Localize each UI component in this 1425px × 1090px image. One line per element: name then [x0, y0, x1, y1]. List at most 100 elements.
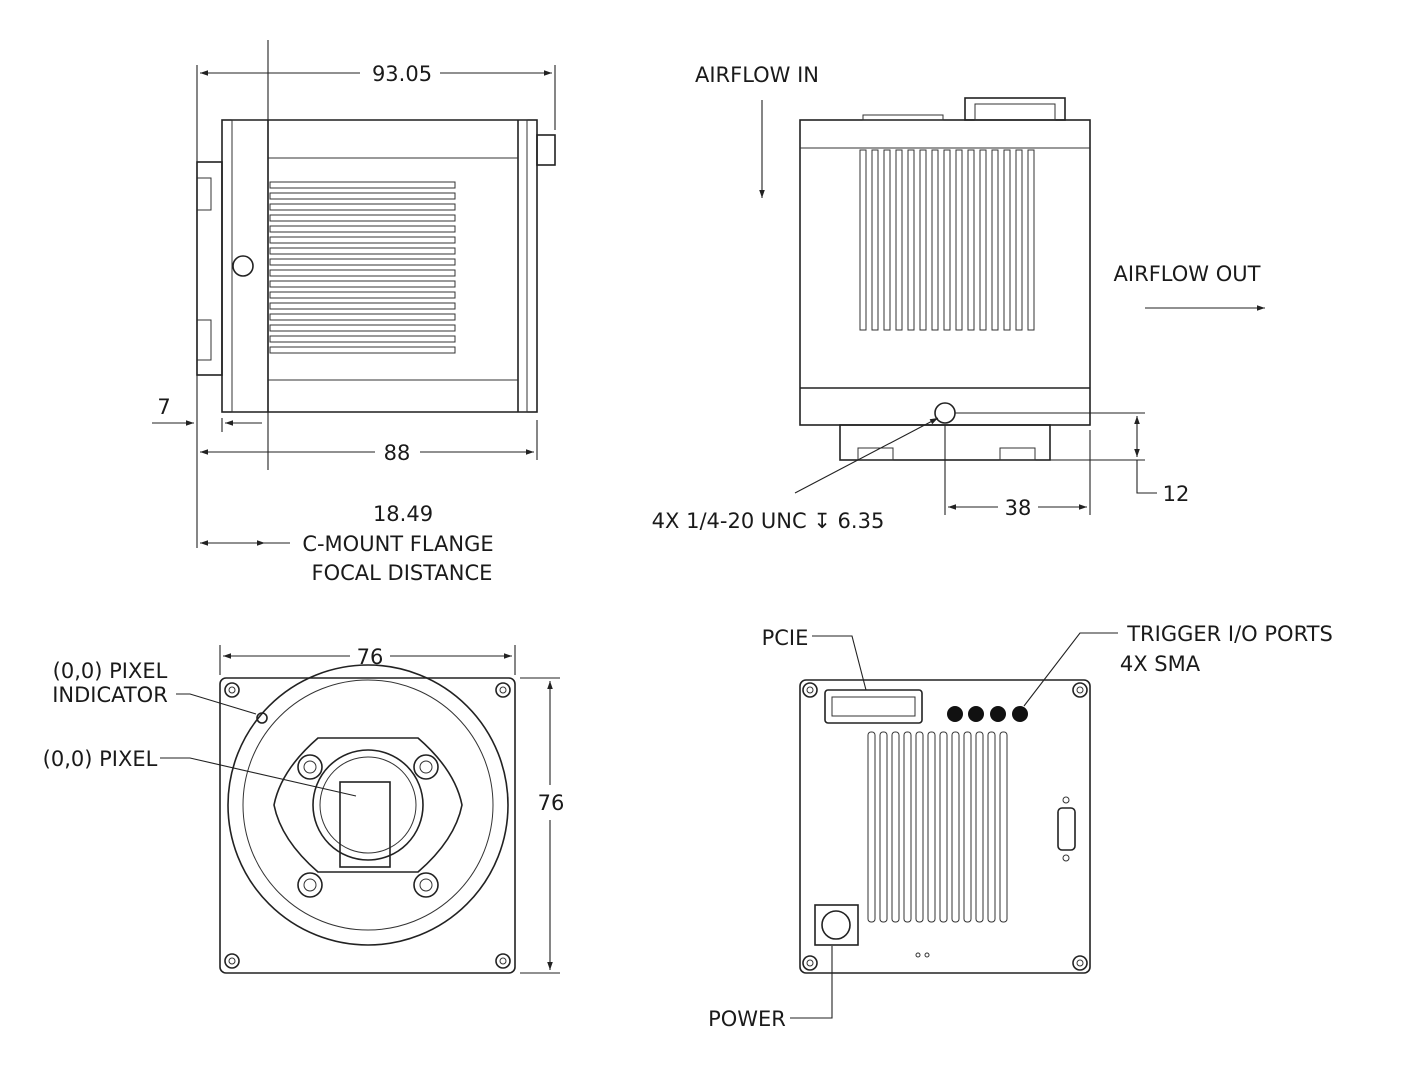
dim-front-height: 76: [538, 791, 565, 815]
fin: [891, 731, 900, 923]
mount-hole-icon: [232, 255, 254, 277]
lens-mount-screw-icon: [303, 878, 317, 892]
fin: [269, 291, 456, 299]
trigger-label-line2: 4X SMA: [1120, 652, 1201, 676]
fin: [269, 302, 456, 310]
sma-ports: [947, 706, 1028, 722]
fin: [943, 149, 951, 331]
pixel-indicator-dot-icon: [256, 712, 268, 724]
fin: [999, 731, 1008, 923]
fin: [895, 149, 903, 331]
fin: [931, 149, 939, 331]
fin: [903, 731, 912, 923]
back-fins: [867, 731, 1008, 923]
fin: [987, 731, 996, 923]
fin: [269, 214, 456, 222]
mount-thread-callout: 4X 1/4-20 UNC ↧ 6.35: [652, 509, 885, 533]
front-screws: [224, 682, 511, 969]
screw-icon: [806, 959, 814, 967]
fin: [907, 149, 915, 331]
screw-icon: [224, 682, 240, 698]
fin: [939, 731, 948, 923]
lens-mount-screw-icon: [419, 760, 433, 774]
fin: [963, 731, 972, 923]
fin: [867, 731, 876, 923]
screw-icon: [499, 957, 507, 965]
fin: [269, 203, 456, 211]
fin: [269, 346, 456, 354]
top-view: AIRFLOW IN AIRFLOW OUT 12 38 4X 1/4-20 U…: [652, 63, 1265, 533]
pixel-origin-label: (0,0) PIXEL: [43, 747, 158, 771]
lens-mount-screw-icon: [413, 754, 439, 780]
sma-port-icon: [990, 706, 1006, 722]
fin: [269, 225, 456, 233]
flange-label-line1: C-MOUNT FLANGE: [302, 532, 493, 556]
screw-icon: [1072, 955, 1088, 971]
fin: [269, 192, 456, 200]
tripod-hole-icon: [934, 402, 956, 424]
fin: [955, 149, 963, 331]
pcie-label: PCIE: [762, 626, 809, 650]
fin: [269, 181, 456, 189]
lens-mount-screw-icon: [297, 872, 323, 898]
flange-label-line2: FOCAL DISTANCE: [312, 561, 493, 585]
dim-body-length: 88: [384, 441, 411, 465]
screw-icon: [224, 953, 240, 969]
screw-icon: [1076, 959, 1084, 967]
fin: [269, 258, 456, 266]
fin: [915, 731, 924, 923]
screw-icon: [806, 686, 814, 694]
fin: [269, 313, 456, 321]
screw-icon: [228, 957, 236, 965]
back-view: PCIE TRIGGER I/O PORTS 4X SMA POWER: [708, 622, 1333, 1031]
sma-port-icon: [968, 706, 984, 722]
screw-icon: [499, 686, 507, 694]
fin: [951, 731, 960, 923]
sma-port-icon: [947, 706, 963, 722]
fin: [883, 149, 891, 331]
fin: [991, 149, 999, 331]
dim-mount-offset: 38: [1005, 496, 1032, 520]
screw-icon: [495, 953, 511, 969]
top-fins: [859, 149, 1035, 331]
fin: [975, 731, 984, 923]
pcie-connector-icon: [824, 689, 923, 724]
lens-mount-screw-icon: [419, 878, 433, 892]
dim-front-width: 76: [357, 645, 384, 669]
dim-mount-offset: 7: [157, 395, 170, 419]
side-fins: [269, 181, 456, 354]
back-screws: [802, 682, 1088, 971]
usb-port-icon: [1057, 807, 1076, 851]
screw-icon: [495, 682, 511, 698]
fin: [1027, 149, 1035, 331]
fin: [269, 269, 456, 277]
fin: [919, 149, 927, 331]
dim-mount-height: 12: [1163, 482, 1190, 506]
fin: [859, 149, 867, 331]
screw-icon: [1076, 686, 1084, 694]
fin: [269, 247, 456, 255]
screw-icon: [802, 955, 818, 971]
trigger-label-line1: TRIGGER I/O PORTS: [1126, 622, 1333, 646]
power-connector-icon: [814, 904, 859, 946]
fin: [1003, 149, 1011, 331]
lens-mount-screw-icon: [303, 760, 317, 774]
pixel-indicator-label-line1: (0,0) PIXEL: [53, 659, 168, 683]
fin: [269, 236, 456, 244]
screw-icon: [802, 682, 818, 698]
front-view: 76 76 (0,0) PIXEL INDICATOR (0,0) PIXEL: [43, 645, 565, 974]
fin: [879, 731, 888, 923]
dim-overall-length: 93.05: [372, 62, 432, 86]
fin: [269, 280, 456, 288]
sma-port-icon: [1012, 706, 1028, 722]
fin: [269, 335, 456, 343]
fin: [1015, 149, 1023, 331]
fin: [927, 731, 936, 923]
pixel-indicator-label-line2: INDICATOR: [52, 683, 168, 707]
lens-mount-screw-icon: [413, 872, 439, 898]
screw-icon: [1072, 682, 1088, 698]
fin: [967, 149, 975, 331]
fin: [871, 149, 879, 331]
power-label: POWER: [708, 1007, 786, 1031]
lens-mount-screw-icon: [297, 754, 323, 780]
